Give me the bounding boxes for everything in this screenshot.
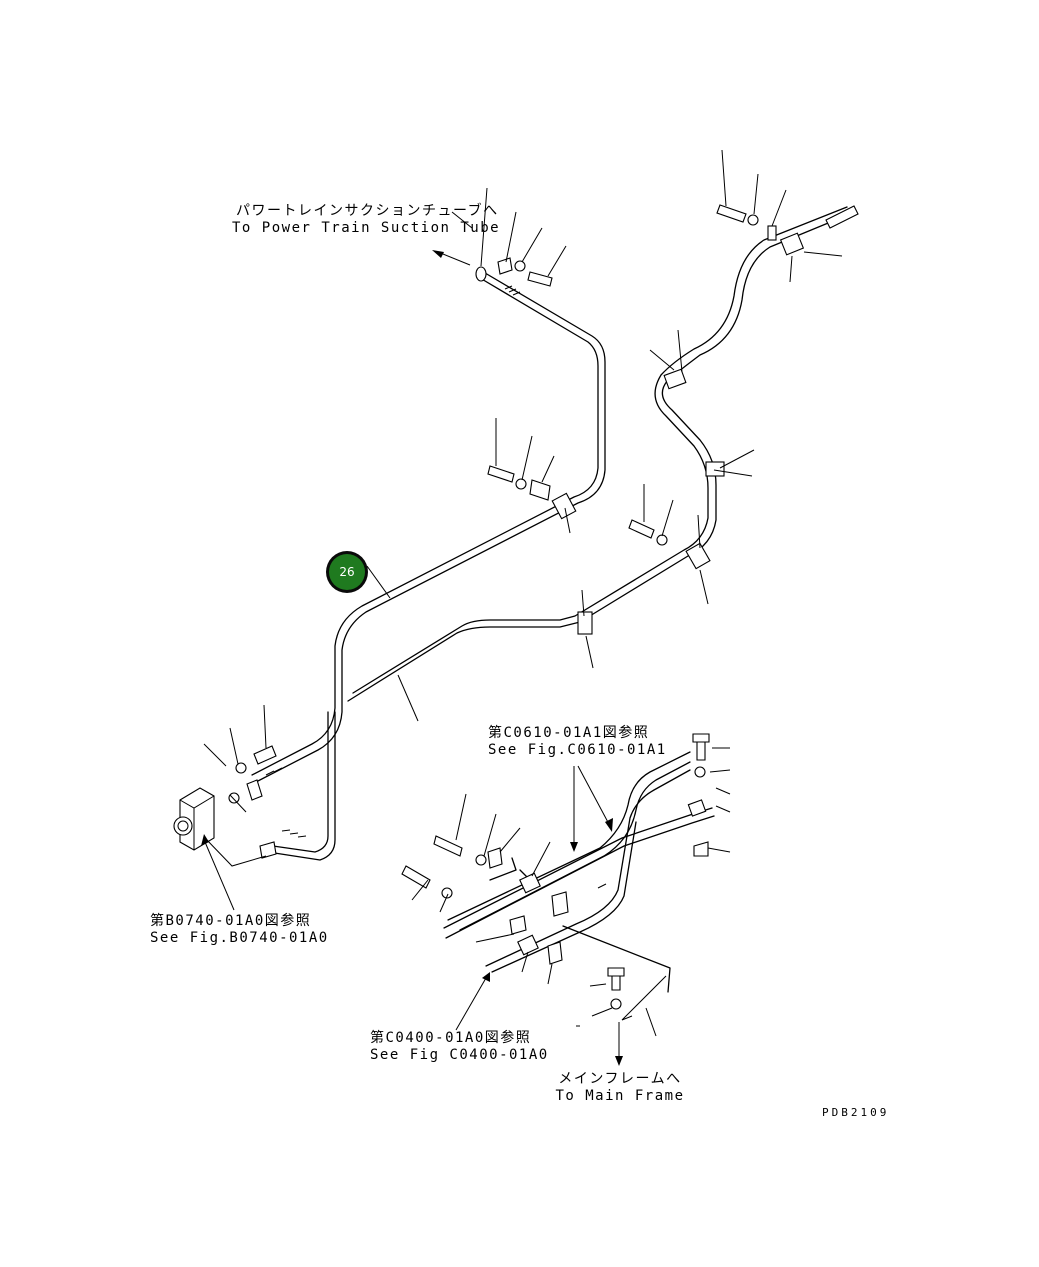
power-train-label-jp: パワートレインサクションチューブへ bbox=[236, 203, 499, 219]
fig-c0610-label-en: See Fig.C0610-01A1 bbox=[488, 742, 667, 758]
fasteners bbox=[228, 204, 859, 859]
fig-c0610-label-jp: 第C0610-01A1図参照 bbox=[488, 725, 650, 741]
main-frame-label-jp: メインフレームへ bbox=[558, 1071, 682, 1087]
callout-26-number: 26 bbox=[329, 554, 365, 590]
fig-c0400-label-en: See Fig C0400-01A0 bbox=[370, 1047, 549, 1063]
clamps bbox=[551, 225, 805, 635]
fig-b0740-label-jp: 第B0740-01A0図参照 bbox=[150, 913, 312, 929]
reference-arrows bbox=[201, 250, 623, 1066]
fig-b0740-label-en: See Fig.B0740-01A0 bbox=[150, 930, 329, 946]
power-train-label-en: To Power Train Suction Tube bbox=[232, 220, 501, 236]
valve-block bbox=[173, 787, 267, 867]
main-frame-label-en: To Main Frame bbox=[555, 1088, 685, 1104]
lower-right-assembly bbox=[401, 733, 731, 1037]
leader-lines bbox=[203, 149, 843, 767]
drawing-code: PDB2109 bbox=[822, 1106, 890, 1119]
tube-lower bbox=[265, 206, 851, 861]
tube-upper bbox=[251, 266, 606, 783]
fig-c0400-label-jp: 第C0400-01A0図参照 bbox=[370, 1030, 532, 1046]
callout-26-badge[interactable]: 26 bbox=[326, 551, 368, 593]
